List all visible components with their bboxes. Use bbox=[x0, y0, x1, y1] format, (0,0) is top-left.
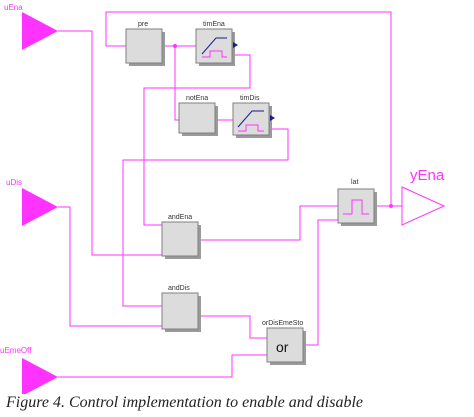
block-diagram: uEna uDis uEmeOff yEna pre timEna notEna… bbox=[0, 3, 446, 394]
input-uEna-label: uEna bbox=[4, 3, 23, 12]
wire-feedback-pre bbox=[105, 11, 392, 206]
timDis-passed-port bbox=[270, 115, 275, 121]
lat-latch-icon bbox=[343, 199, 369, 215]
timDis-pulse-icon bbox=[238, 124, 264, 132]
block-timDis-label: timDis bbox=[240, 95, 260, 102]
block-timEna[interactable]: timEna bbox=[195, 21, 238, 66]
wire-andEna-lat bbox=[198, 205, 338, 241]
input-uEna: uEna bbox=[4, 3, 58, 50]
wire-andDis-or bbox=[198, 315, 267, 339]
wire-pre-notEna bbox=[174, 46, 179, 121]
or-symbol: or bbox=[276, 339, 289, 355]
input-uEna-arrow bbox=[22, 12, 58, 50]
output-yEna-label: yEna bbox=[410, 167, 445, 184]
wire-timDis-andDis bbox=[122, 128, 289, 307]
wire-uDis-andDis bbox=[58, 206, 162, 327]
block-pre-label: pre bbox=[138, 21, 148, 28]
timEna-pulse-icon bbox=[202, 50, 227, 58]
timDis-ramp-icon bbox=[237, 110, 264, 128]
block-pre[interactable]: pre bbox=[125, 21, 165, 66]
output-yEna: yEna bbox=[401, 167, 446, 226]
block-lat-label: lat bbox=[351, 179, 358, 186]
block-orDisEmeSto[interactable]: orDisEmeSto or bbox=[262, 320, 306, 365]
block-andDis[interactable]: andDis bbox=[161, 285, 201, 332]
wire-timEna-andEna bbox=[143, 54, 251, 226]
connection-wires bbox=[58, 11, 402, 378]
block-lat[interactable]: lat bbox=[337, 179, 377, 226]
block-timDis[interactable]: timDis bbox=[232, 95, 275, 138]
input-uEmeOff-arrow bbox=[22, 358, 58, 394]
block-notEna[interactable]: notEna bbox=[178, 95, 218, 136]
timEna-ramp-icon bbox=[201, 37, 227, 55]
wire-uEna-andEna bbox=[58, 30, 162, 256]
block-andDis-label: andDis bbox=[168, 285, 190, 292]
junction-yEna bbox=[389, 204, 393, 208]
block-andEna[interactable]: andEna bbox=[161, 214, 201, 259]
figure-caption: Figure 4. Control implementation to enab… bbox=[6, 394, 363, 411]
input-uEmeOff: uEmeOff bbox=[0, 346, 58, 394]
wire-or-lat bbox=[304, 219, 338, 346]
block-orDisEmeSto-label: orDisEmeSto bbox=[262, 320, 303, 327]
input-uEmeOff-label: uEmeOff bbox=[0, 346, 32, 355]
input-uDis: uDis bbox=[6, 178, 58, 226]
wire-uEmeOff-or bbox=[58, 354, 267, 378]
block-timEna-label: timEna bbox=[203, 21, 225, 28]
output-yEna-arrow bbox=[401, 186, 446, 226]
input-uDis-label: uDis bbox=[6, 178, 22, 187]
input-uDis-arrow bbox=[22, 188, 58, 226]
timEna-passed-port bbox=[233, 42, 238, 48]
block-andEna-label: andEna bbox=[168, 214, 192, 221]
block-notEna-label: notEna bbox=[186, 95, 208, 102]
